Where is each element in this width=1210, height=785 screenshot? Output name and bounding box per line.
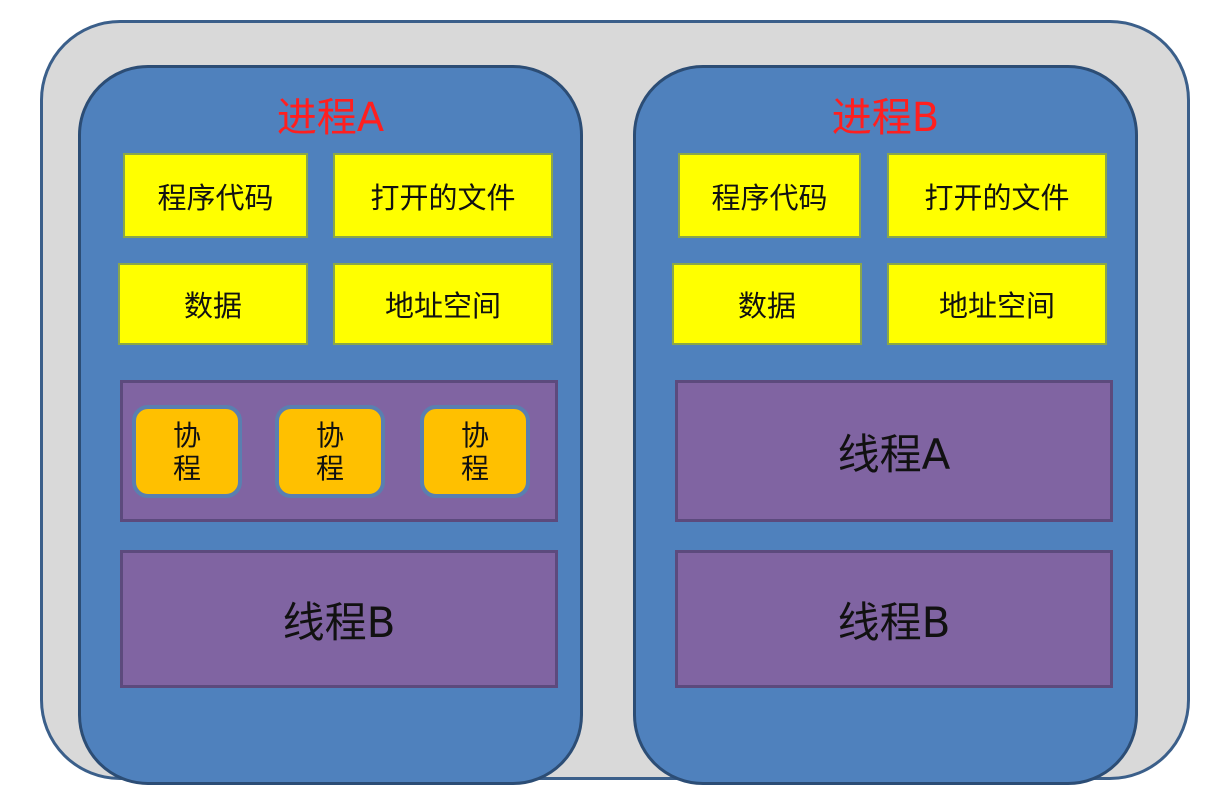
process-b-thread-b: 线程B	[675, 550, 1113, 688]
coroutine-1: 协 程	[132, 405, 242, 498]
process-b-thread-a: 线程A	[675, 380, 1113, 522]
coroutine-3-char-bottom: 程	[460, 451, 489, 485]
process-b-program-code: 程序代码	[678, 153, 861, 238]
coroutine-3-char-top: 协	[460, 418, 489, 452]
process-b-address-space: 地址空间	[887, 263, 1107, 345]
process-a-open-files: 打开的文件	[333, 153, 553, 238]
coroutine-1-char-top: 协	[172, 418, 201, 452]
process-a-program-code: 程序代码	[123, 153, 308, 238]
coroutine-3: 协 程	[420, 405, 530, 498]
process-a-title: 进程A	[276, 95, 385, 141]
process-b-title: 进程B	[831, 95, 940, 141]
coroutine-2: 协 程	[275, 405, 385, 498]
coroutine-2-char-top: 协	[315, 418, 344, 452]
coroutine-1-char-bottom: 程	[172, 451, 201, 485]
coroutine-2-char-bottom: 程	[315, 451, 344, 485]
process-b-data: 数据	[672, 263, 862, 345]
process-b-open-files: 打开的文件	[887, 153, 1107, 238]
process-a-data: 数据	[118, 263, 308, 345]
process-a-thread-b: 线程B	[120, 550, 558, 688]
process-a-address-space: 地址空间	[333, 263, 553, 345]
